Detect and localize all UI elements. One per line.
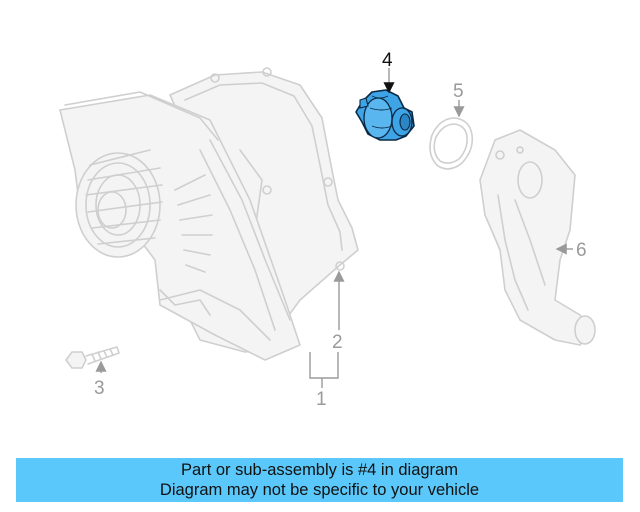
callout-5[interactable]: 5 [453,81,464,102]
leader-1-bracket [309,352,339,379]
bracket-part-6[interactable] [479,129,596,346]
callout-3[interactable]: 3 [94,378,105,399]
thermostat-part-4-highlighted[interactable] [355,89,415,141]
bolt-part-3[interactable] [65,346,120,369]
water-pump-assembly-part-1[interactable] [59,91,301,361]
banner-line-disclaimer: Diagram may not be specific to your vehi… [159,481,480,499]
parts-diagram: 4 5 6 3 2 1 [59,50,596,410]
banner-line-part-number: Part or sub-assembly is #4 in diagram [181,461,458,479]
info-banner: Part or sub-assembly is #4 in diagram Di… [16,458,623,502]
callout-4[interactable]: 4 [382,50,393,71]
callout-2[interactable]: 2 [332,332,343,353]
callout-1[interactable]: 1 [316,389,327,410]
callout-6[interactable]: 6 [576,240,587,261]
gasket-part-5[interactable] [429,117,474,170]
